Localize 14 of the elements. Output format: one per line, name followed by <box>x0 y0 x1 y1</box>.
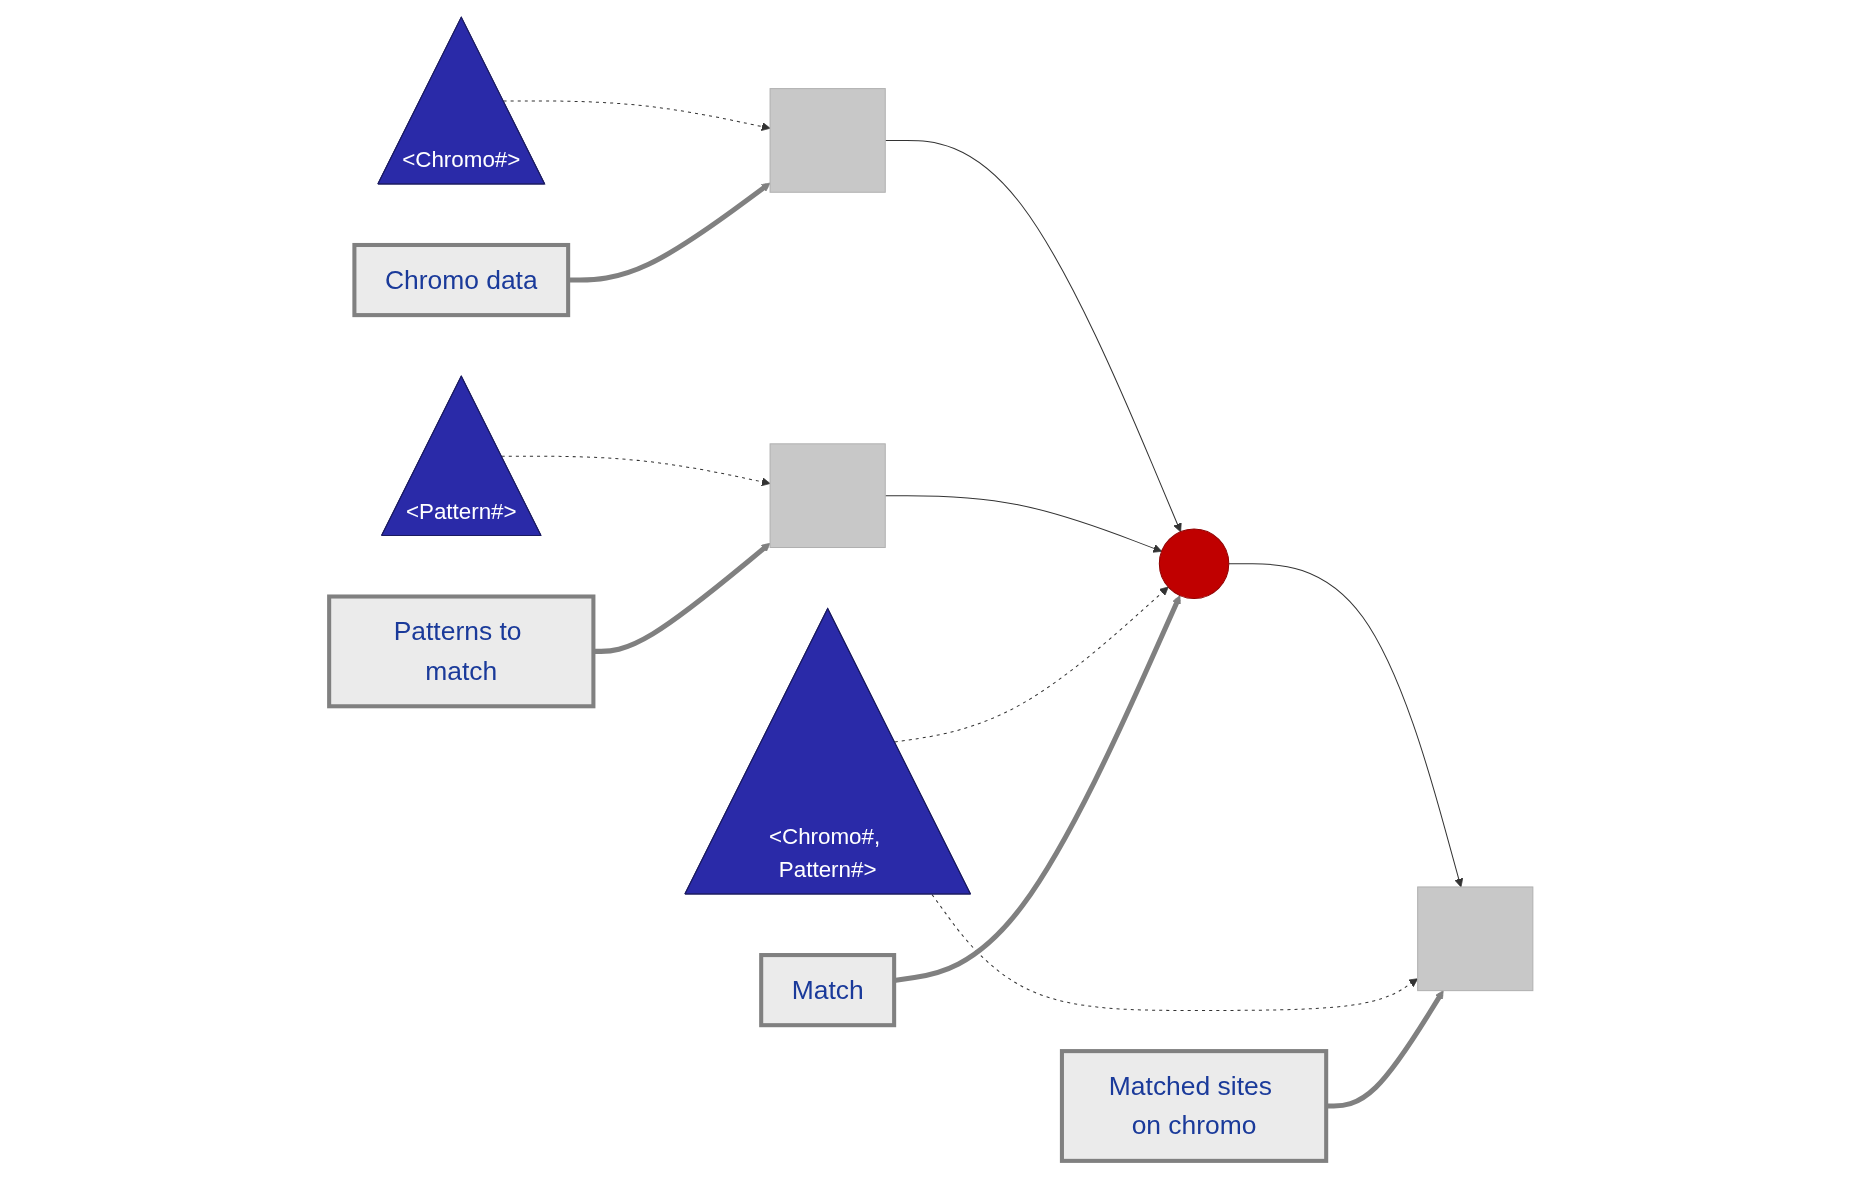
node-box: Matched sites on chromo <box>1059 1048 1328 1163</box>
arrow <box>931 893 1418 1011</box>
node-box <box>769 442 886 548</box>
arrow <box>500 455 770 486</box>
arrow <box>884 139 1182 532</box>
node-ellipse <box>1158 528 1229 599</box>
arrow <box>502 99 770 131</box>
node-box <box>1416 885 1533 991</box>
node-box: Patterns to match <box>326 593 595 708</box>
arrow <box>884 494 1162 553</box>
node-box: Match <box>758 952 896 1027</box>
node-box: Chromo data <box>351 242 570 317</box>
arrow <box>893 586 1169 743</box>
node-box <box>769 87 886 193</box>
